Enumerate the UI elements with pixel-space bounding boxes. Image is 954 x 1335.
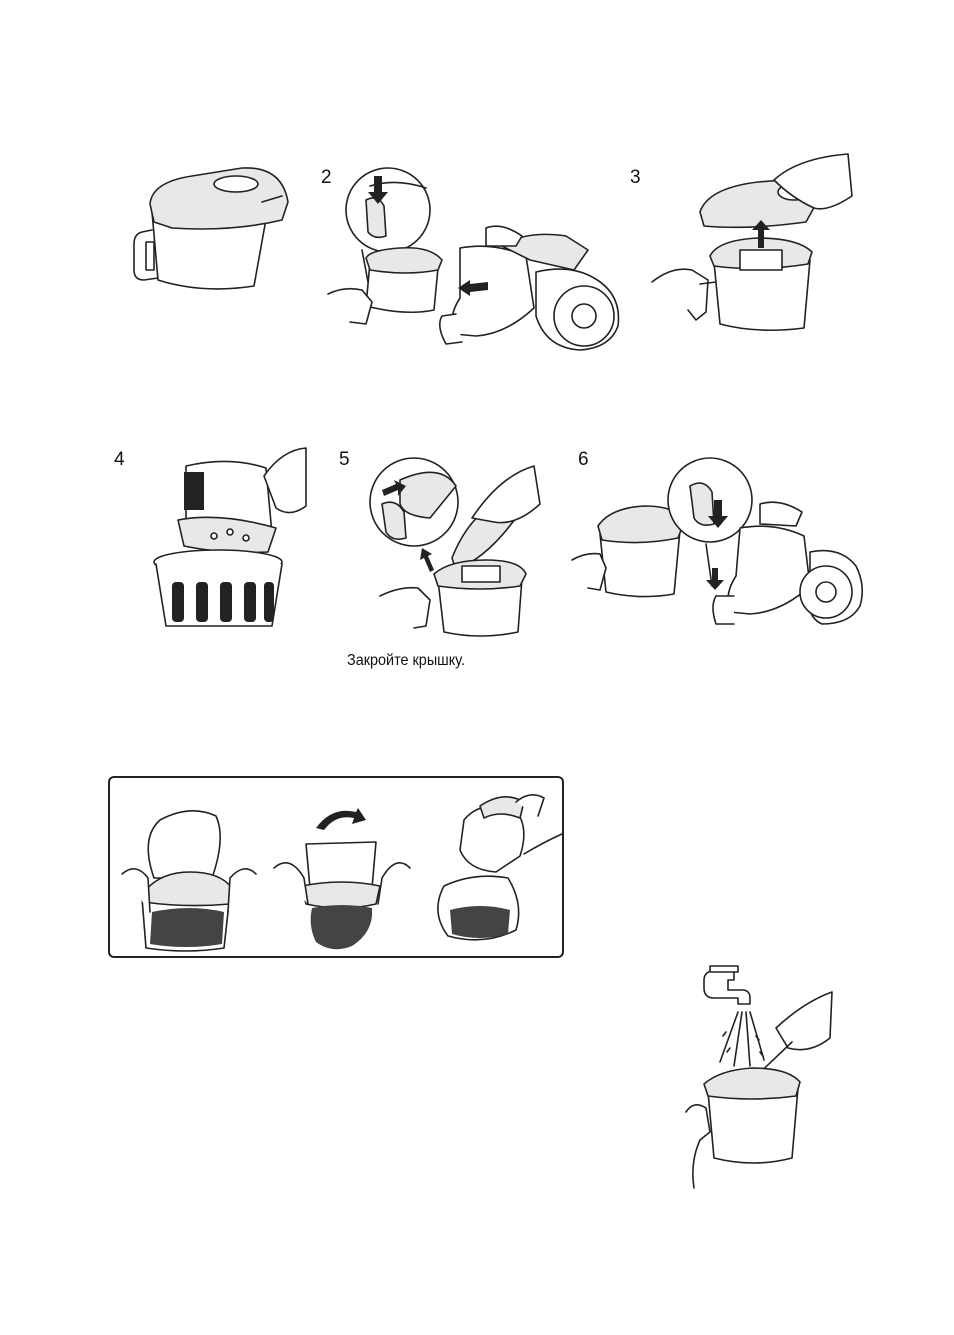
step-4-illustration: [150, 446, 310, 626]
dust-bag-illustration-3: [424, 786, 564, 954]
wash-under-tap-illustration: [680, 962, 840, 1192]
step-3-illustration: [648, 152, 858, 332]
step-number-4: 4: [114, 450, 125, 469]
step-5-illustration: [360, 456, 560, 640]
dust-bag-illustration-1: [120, 808, 260, 954]
step-number-3: 3: [630, 168, 641, 187]
dust-container-illustration: [132, 162, 292, 292]
step-2-illustration: [326, 166, 626, 358]
dust-bag-illustration-2: [272, 808, 412, 954]
step-6-illustration: [570, 456, 870, 640]
close-lid-caption: Закройте крышку.: [347, 652, 465, 670]
step-number-5: 5: [339, 450, 350, 469]
